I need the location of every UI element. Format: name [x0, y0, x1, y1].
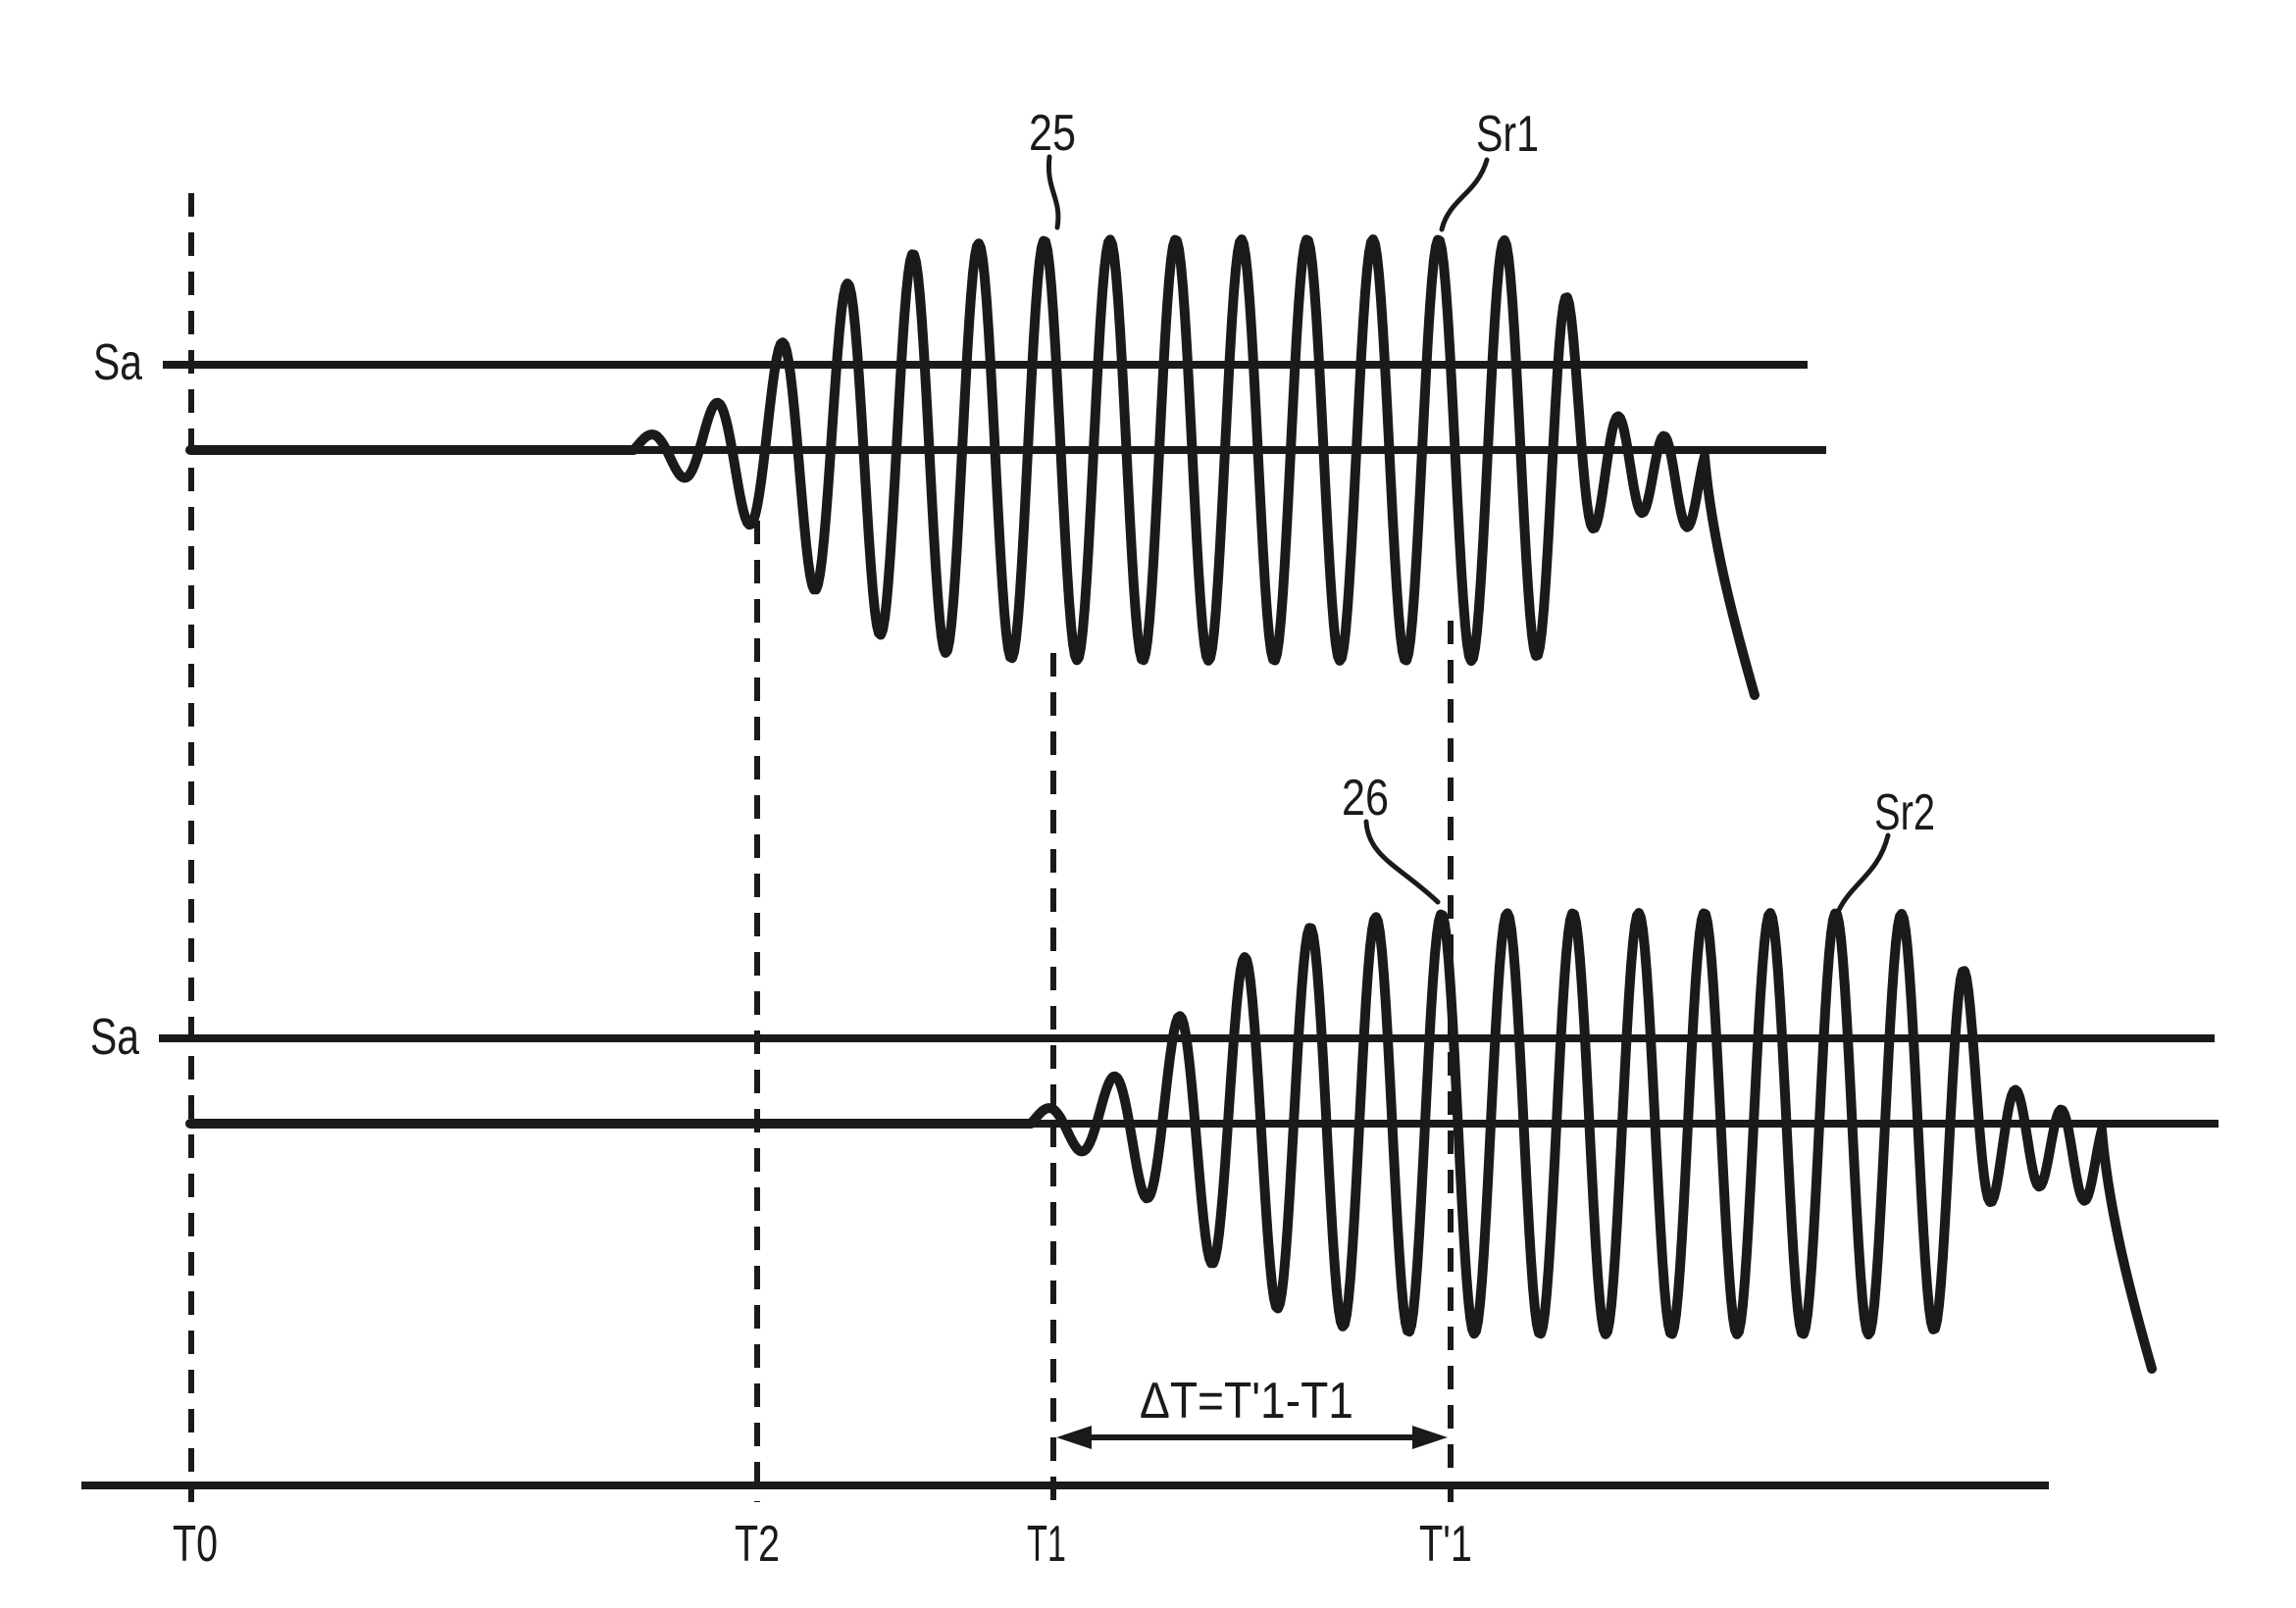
threshold-label-sa-bottom: Sa [90, 1009, 139, 1066]
tick-label-t-prime-1: T'1 [1419, 1516, 1472, 1573]
delta-t-arrowhead-left [1056, 1426, 1092, 1449]
tick-label-t1: T1 [1027, 1516, 1066, 1573]
signal-name-sr1: Sr1 [1476, 106, 1539, 163]
leader-line-ref-25 [1046, 154, 1061, 230]
leader-line-ref-26 [1363, 819, 1441, 905]
signal-name-sr2: Sr2 [1874, 784, 1935, 841]
threshold-label-sa-top: Sa [93, 334, 142, 391]
ref-number-26: 26 [1342, 770, 1389, 827]
waveforms-layer [185, 234, 2157, 1374]
tick-label-t2: T2 [735, 1516, 780, 1573]
echo-burst-waveform-sr2 [185, 908, 2157, 1374]
time-marker-lines-layer [188, 193, 1454, 1502]
tick-label-t0: T0 [173, 1516, 218, 1573]
echo-burst-waveform-sr1 [185, 234, 1760, 700]
annotations-layer [1046, 154, 1891, 1449]
delta-t-equation-label: ΔT=T'1-T1 [1140, 1373, 1353, 1430]
delta-t-arrowhead-right [1412, 1426, 1448, 1449]
ref-number-25: 25 [1029, 105, 1076, 162]
labels-layer: Sa Sa 25 Sr1 26 Sr2 T0 T2 T1 T'1 ΔT=T'1-… [90, 105, 1935, 1573]
leader-line-name-sr1 [1439, 157, 1490, 232]
leader-line-name-sr2 [1835, 832, 1891, 915]
